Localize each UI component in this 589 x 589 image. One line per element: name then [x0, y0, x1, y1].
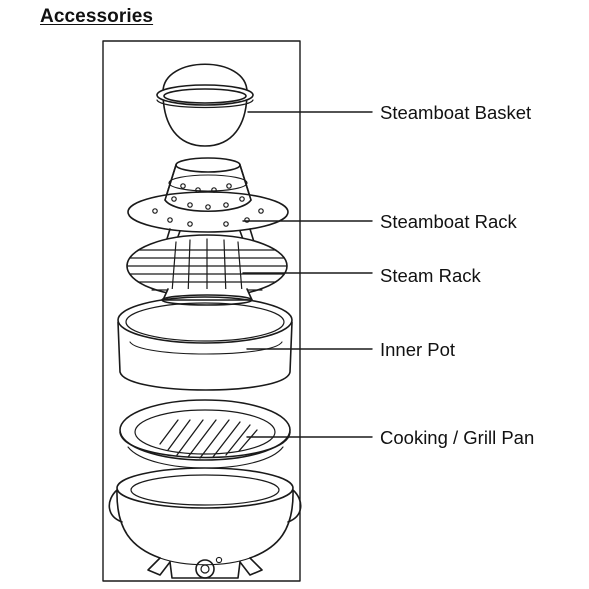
steam-rack-drawing	[126, 234, 288, 306]
label-grill-pan: Cooking / Grill Pan	[380, 427, 535, 448]
label-inner-pot: Inner Pot	[380, 339, 456, 360]
page-title: Accessories	[40, 6, 154, 27]
steamboat-rack-holes	[152, 183, 264, 227]
label-steam-rack: Steam Rack	[380, 265, 481, 286]
inner-pot-drawing	[117, 296, 293, 391]
steamboat-rack-drawing	[127, 157, 289, 243]
diagram-frame	[102, 40, 301, 582]
grill-pan-drawing	[119, 399, 291, 469]
grill-ridges	[159, 419, 258, 459]
steamboat-basket-drawing	[156, 63, 254, 147]
label-steamboat-basket: Steamboat Basket	[380, 102, 532, 123]
leader-lines	[242, 111, 373, 438]
label-steamboat-rack: Steamboat Rack	[380, 211, 517, 232]
cooker-base-drawing	[108, 467, 302, 579]
